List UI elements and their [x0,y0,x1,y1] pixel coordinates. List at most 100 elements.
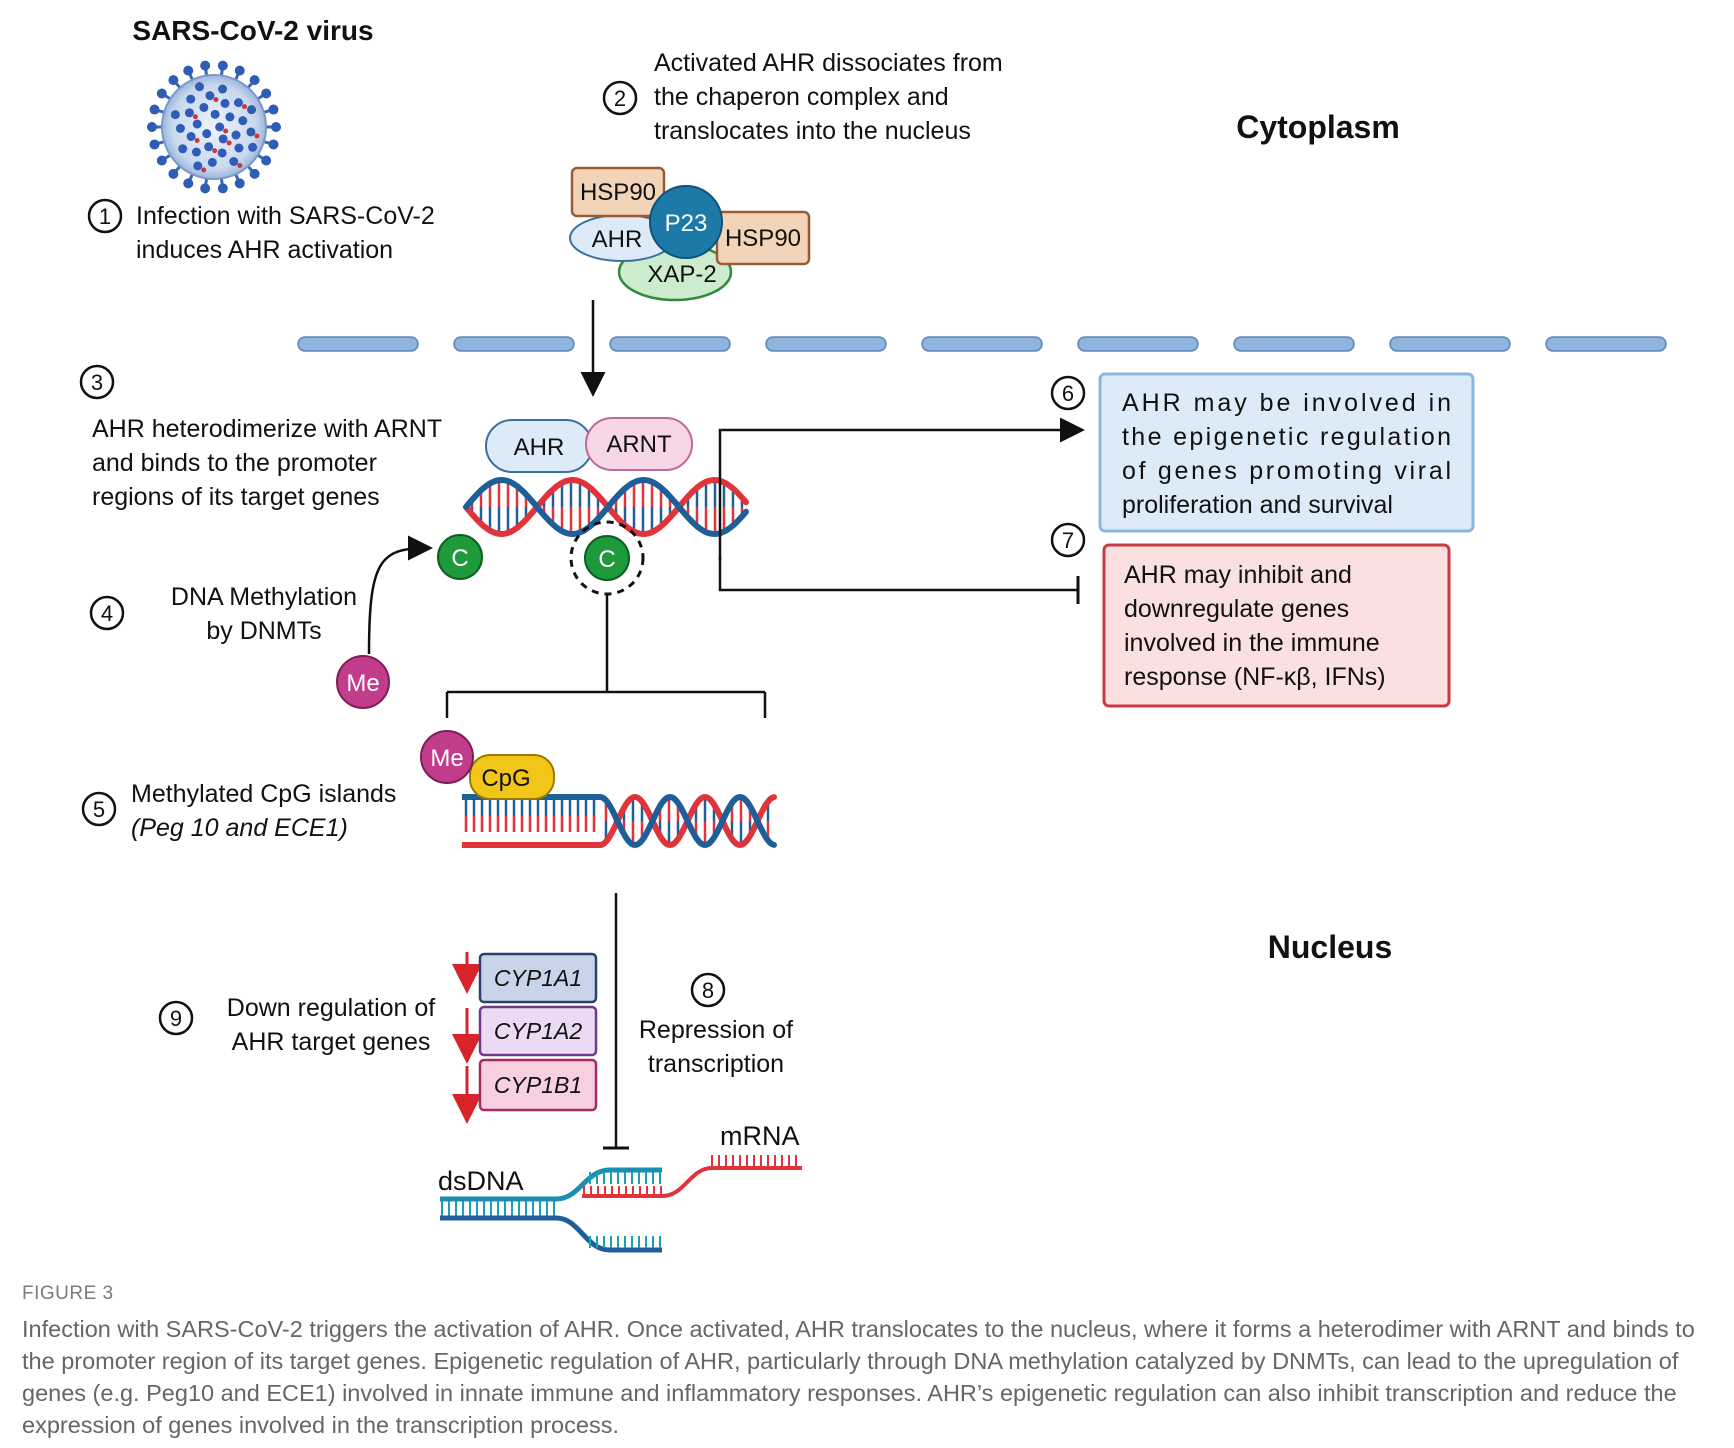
step-4-number: 4 [101,601,113,626]
cytosine-a: C [437,534,483,580]
template-strand-upper [555,1167,662,1202]
virus-title: SARS-CoV-2 virus [132,15,373,46]
membrane-segment [1545,336,1667,352]
virus-surface-protein [199,102,209,112]
virus-icon [147,60,281,194]
virus-surface-protein [192,119,202,129]
step-7-line-1: AHR may inhibit and [1124,561,1352,589]
step-3-circle [79,364,115,400]
inhibition-line [718,556,1078,592]
step-3-line-3: regions of its target genes [92,483,380,511]
virus-surface-protein [186,94,196,104]
virus-surface-protein [170,110,180,120]
virus-envelope-dot [254,133,260,139]
virus-surface-protein [217,148,227,158]
methylated-dna-strand-blue [597,793,777,848]
step-9-line-1: Down regulation of [227,994,436,1022]
step-4: 4 DNA Methylation by DNMTs [89,583,357,645]
virus-surface-protein [220,98,230,108]
virus-surface-protein [248,142,258,152]
p23-label: P23 [665,210,708,237]
virus-surface-protein [184,108,194,118]
virus-surface-protein [238,116,248,126]
virus-spike-head [183,178,194,189]
hsp90-label-a: HSP90 [580,179,656,206]
promoter-dna-helix [463,476,749,538]
virus-spike-head [271,122,281,132]
virus-surface-protein [178,144,188,154]
step-4-circle [89,595,125,631]
ahr-arnt-dimer: AHR ARNT [485,417,693,473]
virus-spike-head [261,155,272,166]
gene-1-label: CYP1A1 [494,965,582,991]
virus-surface-protein [204,142,214,152]
step-6-number: 6 [1062,381,1074,406]
methyl-b-label: Me [430,745,463,772]
virus-spike-head [168,168,179,179]
gene-2-label: CYP1A2 [494,1018,582,1044]
cytosine-b-dashed-ring [569,520,645,596]
step-8-line-1: Repression of [639,1016,793,1044]
virus-spike-head [156,155,167,166]
virus-envelope-dot [237,162,243,168]
virus-spike-head [168,75,179,86]
virus-envelope-dot [192,114,198,120]
cpg-island: CpG [469,754,555,800]
cpg-label: CpG [481,765,530,792]
cytosine-a-label: C [451,545,468,572]
step-8-circle [690,972,726,1008]
methylation-arrow [367,535,433,655]
box-7 [1102,543,1451,708]
xap2-label: XAP-2 [647,261,716,288]
membrane-segment [1233,336,1355,352]
membrane-segment [453,336,575,352]
virus-spike-head [183,65,194,76]
cytosine-b-label: C [598,546,615,573]
step-7-number: 7 [1062,528,1074,553]
virus-envelope-dot [213,97,219,103]
virus-surface-protein [210,109,220,119]
caption-label: FIGURE 3 [22,1283,114,1304]
mrna-label: mRNA [720,1121,800,1151]
virus-spike-head [147,122,157,132]
step-6-line-1: AHR may be involved in [1122,389,1451,417]
step-5-circle [81,791,117,827]
step-8: 8 Repression of transcription [639,972,793,1078]
virus-surface-protein [175,123,185,133]
virus-surface-protein [234,143,244,153]
virus-spike-head [261,88,272,99]
figure-caption: FIGURE 3 Infection with SARS-CoV-2 trigg… [22,1283,1722,1441]
diagram: SARS-CoV-2 virus 1 Infection with SARS-C… [79,15,1667,1253]
virus-surface-protein [247,105,257,115]
gene-3-label: CYP1B1 [494,1072,582,1098]
box-6 [1098,372,1475,533]
cytosine-b: C [569,520,645,596]
methyl-a-label: Me [346,670,379,697]
step-2-circle [602,80,638,116]
virus-envelope-dot [194,137,200,143]
virus-surface-protein [229,156,239,166]
virus-spike-head [234,178,245,189]
step-1: 1 Infection with SARS-CoV-2 induces AHR … [87,198,435,264]
virus-surface-protein [218,134,228,144]
virus-spike-head [200,183,211,194]
step-3-line-1: AHR heterodimerize with ARNT [92,415,442,443]
methyl-group-b: Me [420,730,474,784]
virus-envelope-dot [201,167,207,173]
step-6-circle [1050,375,1086,411]
step-7-line-4: response (NF-κβ, IFNs) [1124,663,1386,691]
virus-surface-protein [191,147,201,157]
virus-spike-head [268,139,279,150]
methyl-group-a: Me [336,655,390,709]
virus-surface-protein [193,161,203,171]
membrane-segment [297,336,419,352]
virus-surface-protein [207,157,217,167]
step-3: 3 AHR heterodimerize with ARNT and binds… [79,364,442,511]
membrane-segment [1389,336,1511,352]
cytosine-a-circle [437,534,483,580]
cpg-bracket [445,595,767,718]
step-2: 2 Activated AHR dissociates from the cha… [602,49,1003,145]
virus-spike-head [249,168,260,179]
membrane-segment [765,336,887,352]
virus-surface-protein [215,122,225,132]
